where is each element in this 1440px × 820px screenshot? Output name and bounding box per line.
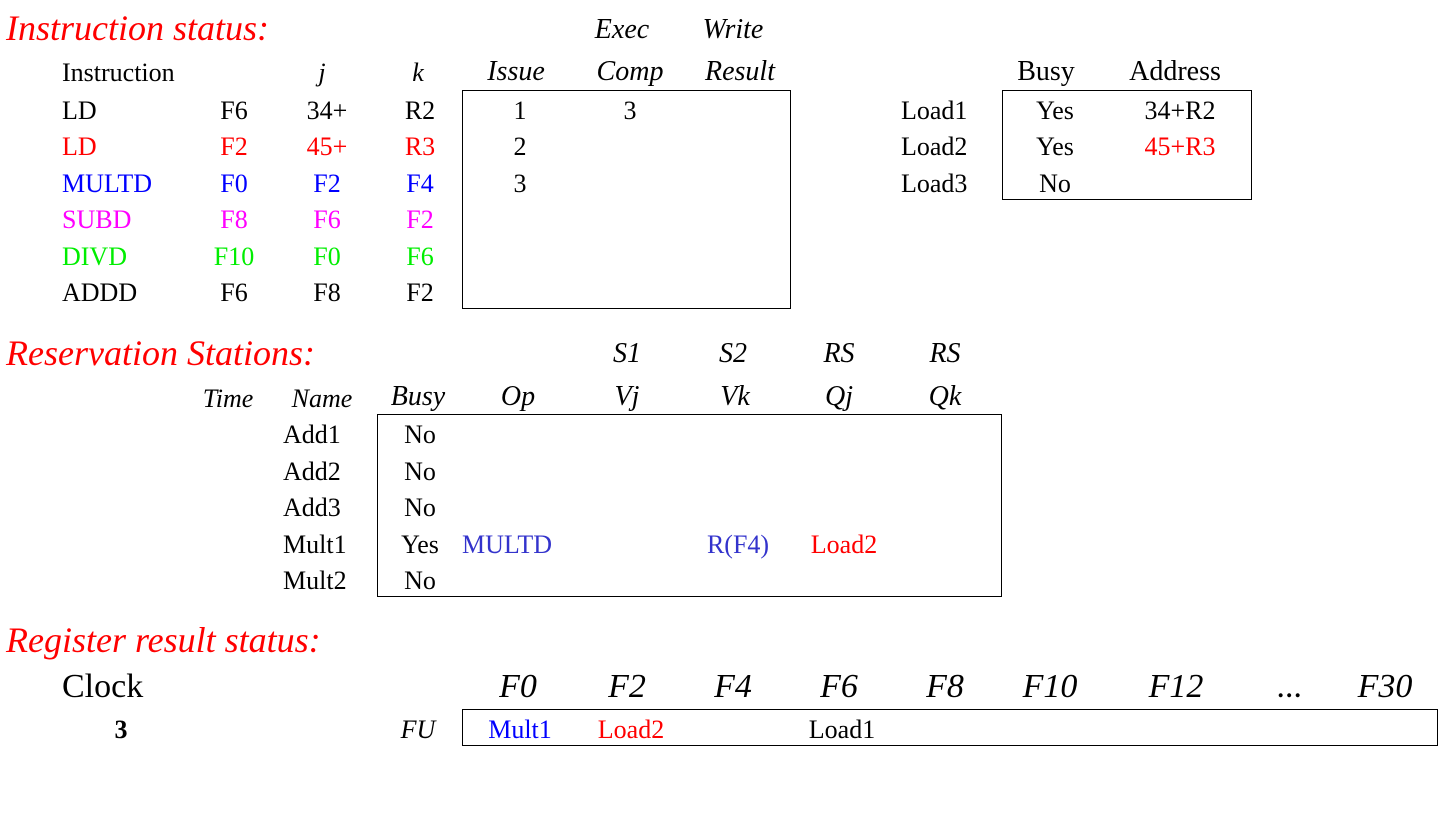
rs-header-top-qk: RS bbox=[929, 338, 961, 369]
station-busy: Yes bbox=[401, 530, 439, 559]
load-buffer-name: Load2 bbox=[901, 132, 968, 161]
write-result-column-header: Result bbox=[705, 56, 775, 87]
register-header-f2: F2 bbox=[608, 668, 646, 705]
register-fu-f6: Load1 bbox=[808, 715, 876, 744]
instruction-k: F6 bbox=[406, 242, 434, 271]
station-op: MULTD bbox=[462, 530, 553, 559]
reservation-stations-title: Reservation Stations: bbox=[6, 333, 315, 373]
station-vk: R(F4) bbox=[706, 530, 770, 559]
instruction-issue: 2 bbox=[513, 132, 527, 161]
register-header-f12: F12 bbox=[1148, 668, 1204, 705]
register-header-f30: F30 bbox=[1357, 668, 1413, 705]
instruction-dest: F2 bbox=[220, 132, 248, 161]
instruction-op: ADDD bbox=[62, 278, 138, 307]
instruction-dest: F0 bbox=[220, 169, 248, 198]
register-header-ellipsis: ... bbox=[1277, 668, 1303, 705]
register-fu-f0: Mult1 bbox=[488, 715, 552, 744]
load-address-header: Address bbox=[1129, 56, 1221, 87]
instruction-j: F0 bbox=[313, 242, 341, 271]
clock-label: Clock bbox=[62, 668, 144, 705]
instruction-j: F6 bbox=[313, 205, 341, 234]
station-name: Mult2 bbox=[283, 566, 347, 595]
instruction-op: MULTD bbox=[62, 169, 153, 198]
station-busy: No bbox=[404, 493, 436, 522]
instruction-k: F2 bbox=[406, 205, 434, 234]
load-buffer-busy: No bbox=[1039, 169, 1071, 198]
instruction-dest: F10 bbox=[213, 242, 255, 271]
station-name: Add3 bbox=[283, 493, 341, 522]
instruction-op: LD bbox=[62, 132, 97, 161]
load-buffer-busy: Yes bbox=[1036, 132, 1074, 161]
station-qj: Load2 bbox=[810, 530, 878, 559]
instruction-op: SUBD bbox=[62, 205, 132, 234]
instruction-op: LD bbox=[62, 96, 97, 125]
station-busy: No bbox=[404, 566, 436, 595]
register-header-f0: F0 bbox=[499, 668, 537, 705]
station-name: Add1 bbox=[283, 420, 341, 449]
load-buffer-name: Load1 bbox=[901, 96, 968, 125]
qk-column-header: Qk bbox=[928, 381, 962, 412]
reservation-stations-box bbox=[377, 414, 1002, 597]
clock-value: 3 bbox=[114, 715, 128, 744]
j-column-header: j bbox=[318, 58, 326, 87]
instruction-issue: 1 bbox=[513, 96, 527, 125]
vk-column-header: Vk bbox=[720, 381, 750, 412]
load-buffer-busy: Yes bbox=[1036, 96, 1074, 125]
register-fu-box bbox=[462, 709, 1438, 746]
instruction-j: 45+ bbox=[306, 132, 348, 161]
k-column-header: k bbox=[412, 58, 424, 87]
time-column-header: Time bbox=[202, 384, 254, 413]
station-busy: No bbox=[404, 420, 436, 449]
load-buffer-address: 34+R2 bbox=[1144, 96, 1216, 125]
vj-column-header: Vj bbox=[614, 381, 640, 412]
rs-header-top-qj: RS bbox=[823, 338, 855, 369]
load-buffers-box bbox=[1002, 90, 1252, 200]
instruction-j: 34+ bbox=[306, 96, 348, 125]
instruction-dest: F6 bbox=[220, 96, 248, 125]
register-header-f4: F4 bbox=[714, 668, 752, 705]
op-column-header: Op bbox=[500, 381, 536, 412]
s2-header-top: S2 bbox=[719, 338, 747, 369]
instruction-status-box bbox=[462, 90, 791, 309]
issue-column-header: Issue bbox=[487, 56, 545, 87]
instruction-issue: 3 bbox=[513, 169, 527, 198]
fu-label: FU bbox=[400, 715, 436, 744]
register-header-f8: F8 bbox=[926, 668, 964, 705]
station-busy: No bbox=[404, 457, 436, 486]
exec-comp-column-header: Comp bbox=[596, 56, 664, 87]
load-buffer-name: Load3 bbox=[901, 169, 968, 198]
instruction-dest: F6 bbox=[220, 278, 248, 307]
register-header-f10: F10 bbox=[1022, 668, 1078, 705]
qj-column-header: Qj bbox=[825, 381, 853, 412]
station-name: Add2 bbox=[283, 457, 341, 486]
instruction-k: R2 bbox=[404, 96, 436, 125]
write-header-top: Write bbox=[702, 14, 764, 45]
busy-column-header: Busy bbox=[390, 381, 446, 412]
name-column-header: Name bbox=[291, 384, 353, 413]
instruction-j: F2 bbox=[313, 169, 341, 198]
register-status-title: Register result status: bbox=[6, 620, 321, 660]
instruction-k: F2 bbox=[406, 278, 434, 307]
load-busy-header: Busy bbox=[1017, 56, 1075, 87]
register-header-f6: F6 bbox=[820, 668, 858, 705]
instruction-k: R3 bbox=[404, 132, 436, 161]
instruction-column-header: Instruction bbox=[62, 58, 175, 87]
load-buffer-address: 45+R3 bbox=[1144, 132, 1216, 161]
station-name: Mult1 bbox=[283, 530, 347, 559]
instruction-j: F8 bbox=[313, 278, 341, 307]
exec-header-top: Exec bbox=[594, 14, 650, 45]
instruction-status-title: Instruction status: bbox=[6, 8, 270, 48]
instruction-dest: F8 bbox=[220, 205, 248, 234]
register-fu-f2: Load2 bbox=[597, 715, 665, 744]
instruction-op: DIVD bbox=[62, 242, 127, 271]
s1-header-top: S1 bbox=[613, 338, 641, 369]
instruction-k: F4 bbox=[406, 169, 434, 198]
instruction-exec-comp: 3 bbox=[623, 96, 637, 125]
